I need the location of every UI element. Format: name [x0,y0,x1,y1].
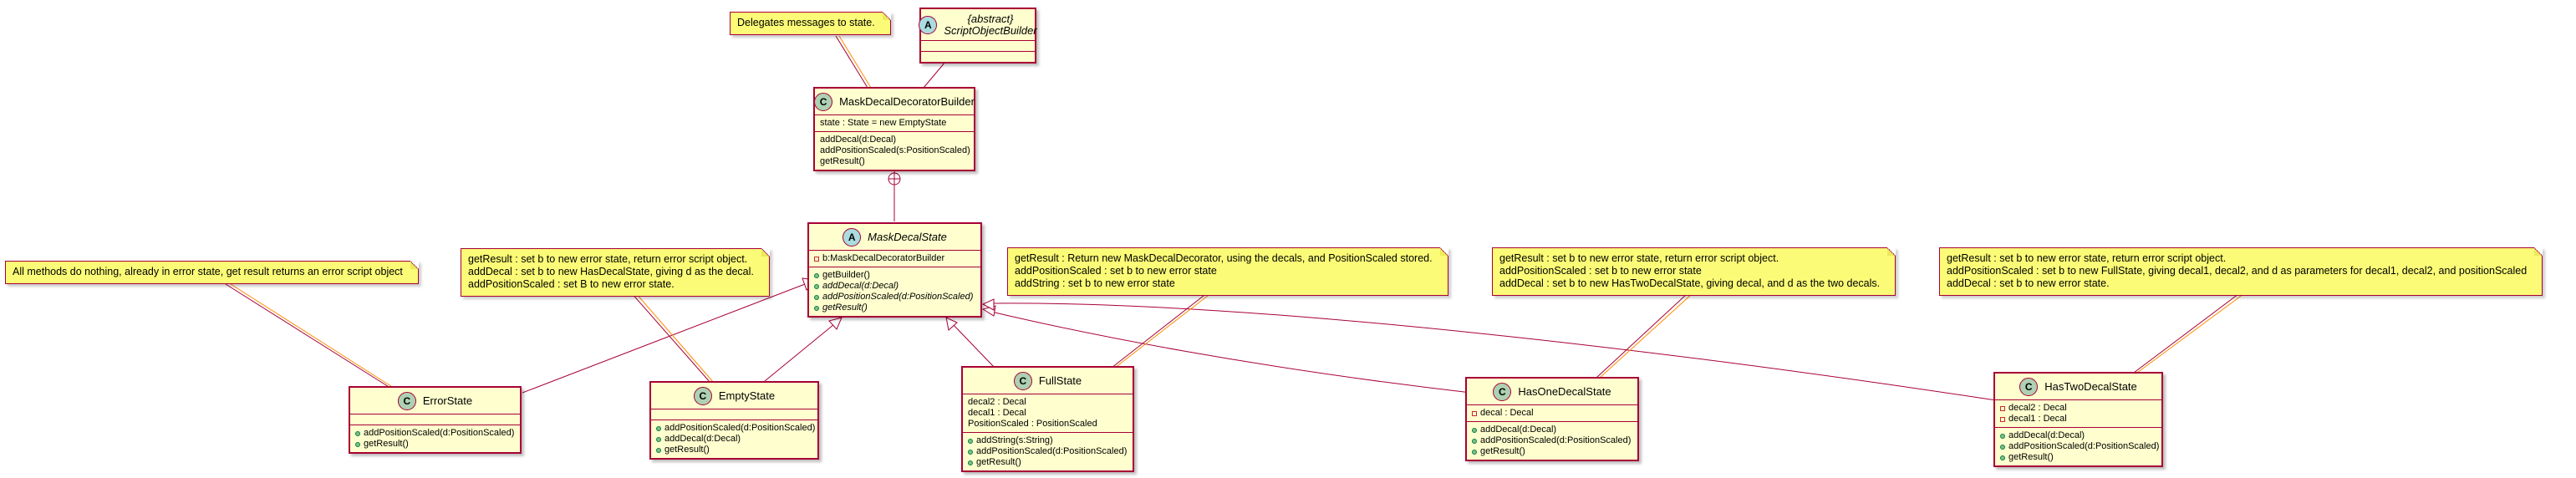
inheritance-errorstate [522,283,806,394]
note-error-state: All methods do nothing, already in error… [5,261,419,284]
public-visibility-icon [656,425,661,431]
note-empty-state: getResult : set b to new error state, re… [461,248,770,297]
public-visibility-icon [2000,444,2005,450]
method: addDecal(d:Decal) [822,281,899,291]
private-visibility-icon [814,256,819,262]
method: addPositionScaled(d:PositionScaled) [1480,435,1632,445]
method: getResult() [976,457,1021,467]
field: decal : Decal [1480,408,1534,418]
method: getResult() [2008,452,2054,462]
public-visibility-icon [656,447,661,453]
public-visibility-icon [968,449,973,455]
method: addPositionScaled(d:PositionScaled) [364,428,515,438]
method: getResult() [1480,446,1525,456]
class-icon: C [1013,372,1032,390]
class-full-state: C FullState decal2 : Decal decal1 : Deca… [961,366,1134,472]
class-icon: C [1493,383,1512,401]
method: addPositionScaled(s:PositionScaled) [820,145,970,155]
private-visibility-icon [2000,416,2005,422]
inheritance-hastwo [990,303,2003,402]
note-link-delegates [835,35,868,89]
note-has-two-decal-state: getResult : set b to new error state, re… [1939,247,2543,296]
public-visibility-icon [1472,427,1477,433]
note-delegates: Delegates messages to state. [730,12,891,35]
field: decal1 : Decal [2008,414,2067,424]
class-icon: C [2019,378,2039,396]
public-visibility-icon [1472,438,1477,444]
public-visibility-icon [355,430,360,436]
method: addString(s:String) [976,435,1053,445]
field: b:MaskDecalDecoratorBuilder [822,253,945,263]
class-icon: C [397,392,416,410]
class-mask-decal-state: A MaskDecalState b:MaskDecalDecoratorBui… [807,222,982,318]
private-visibility-icon [1472,410,1477,416]
method: getResult() [364,439,409,449]
class-name: ScriptObjectBuilder [944,24,1037,37]
field: PositionScaled : PositionScaled [968,419,1097,429]
public-visibility-icon [968,438,973,444]
private-visibility-icon [2000,405,2005,411]
class-name: HasTwoDecalState [2044,380,2137,393]
note-link-emptystate [630,292,711,384]
abstract-class-icon: A [919,16,938,34]
public-visibility-icon [2000,433,2005,439]
note-link-errorstate [225,283,394,390]
class-name: MaskDecalState [868,231,947,243]
class-name: EmptyState [718,389,776,402]
method: addDecal(d:Decal) [664,434,741,444]
field: decal2 : Decal [2008,403,2067,413]
field: state : State = new EmptyState [820,118,947,128]
public-visibility-icon [1472,449,1477,455]
abstract-class-icon: A [843,228,862,247]
public-visibility-icon [814,305,819,311]
note-link-hasone [1596,293,1688,379]
method: addDecal(d:Decal) [1480,425,1557,435]
public-visibility-icon [968,460,973,465]
note-link-hastwo [2133,293,2239,374]
class-has-one-decal-state: C HasOneDecalState decal : Decal addDeca… [1465,377,1639,461]
note-has-one-decal-state: getResult : set b to new error state, re… [1492,247,1896,296]
method: addPositionScaled(d:PositionScaled) [664,423,816,433]
method: addPositionScaled(d:PositionScaled) [976,446,1128,456]
public-visibility-icon [2000,455,2005,460]
public-visibility-icon [355,441,360,447]
class-script-object-builder: A {abstract} ScriptObjectBuilder [919,8,1037,64]
public-visibility-icon [814,283,819,289]
note-full-state: getResult : Return new MaskDecalDecorato… [1007,247,1448,296]
field: decal1 : Decal [968,408,1026,418]
inheritance-emptystate [764,323,835,382]
method: getResult() [822,303,868,313]
note-link-fullstate [1111,292,1209,369]
class-name: MaskDecalDecoratorBuilder [839,95,975,108]
method: getResult() [820,156,865,166]
class-stereotype-label: {abstract} [967,13,1014,25]
class-icon: C [693,387,712,405]
field: decal2 : Decal [968,397,1026,407]
class-icon: C [814,93,833,111]
method: getBuilder() [822,270,870,280]
public-visibility-icon [656,436,661,442]
method: getResult() [664,445,710,455]
class-name: HasOneDecalState [1518,385,1611,398]
public-visibility-icon [814,294,819,300]
class-mask-decal-decorator-builder: C MaskDecalDecoratorBuilder state : Stat… [813,87,975,171]
class-error-state: C ErrorState addPositionScaled(d:Positio… [349,386,522,454]
method: addDecal(d:Decal) [820,135,897,145]
class-name: ErrorState [422,394,473,407]
method: addPositionScaled(d:PositionScaled) [2008,441,2160,451]
inheritance-hasone [990,311,1472,394]
inheritance-fullstate [952,323,995,369]
class-name: FullState [1038,374,1082,387]
public-visibility-icon [814,272,819,278]
method: addDecal(d:Decal) [2008,430,2085,440]
class-empty-state: C EmptyState addPositionScaled(d:Positio… [649,381,819,460]
method: addPositionScaled(d:PositionScaled) [822,292,974,302]
class-has-two-decal-state: C HasTwoDecalState decal2 : Decal decal1… [1993,372,2163,467]
